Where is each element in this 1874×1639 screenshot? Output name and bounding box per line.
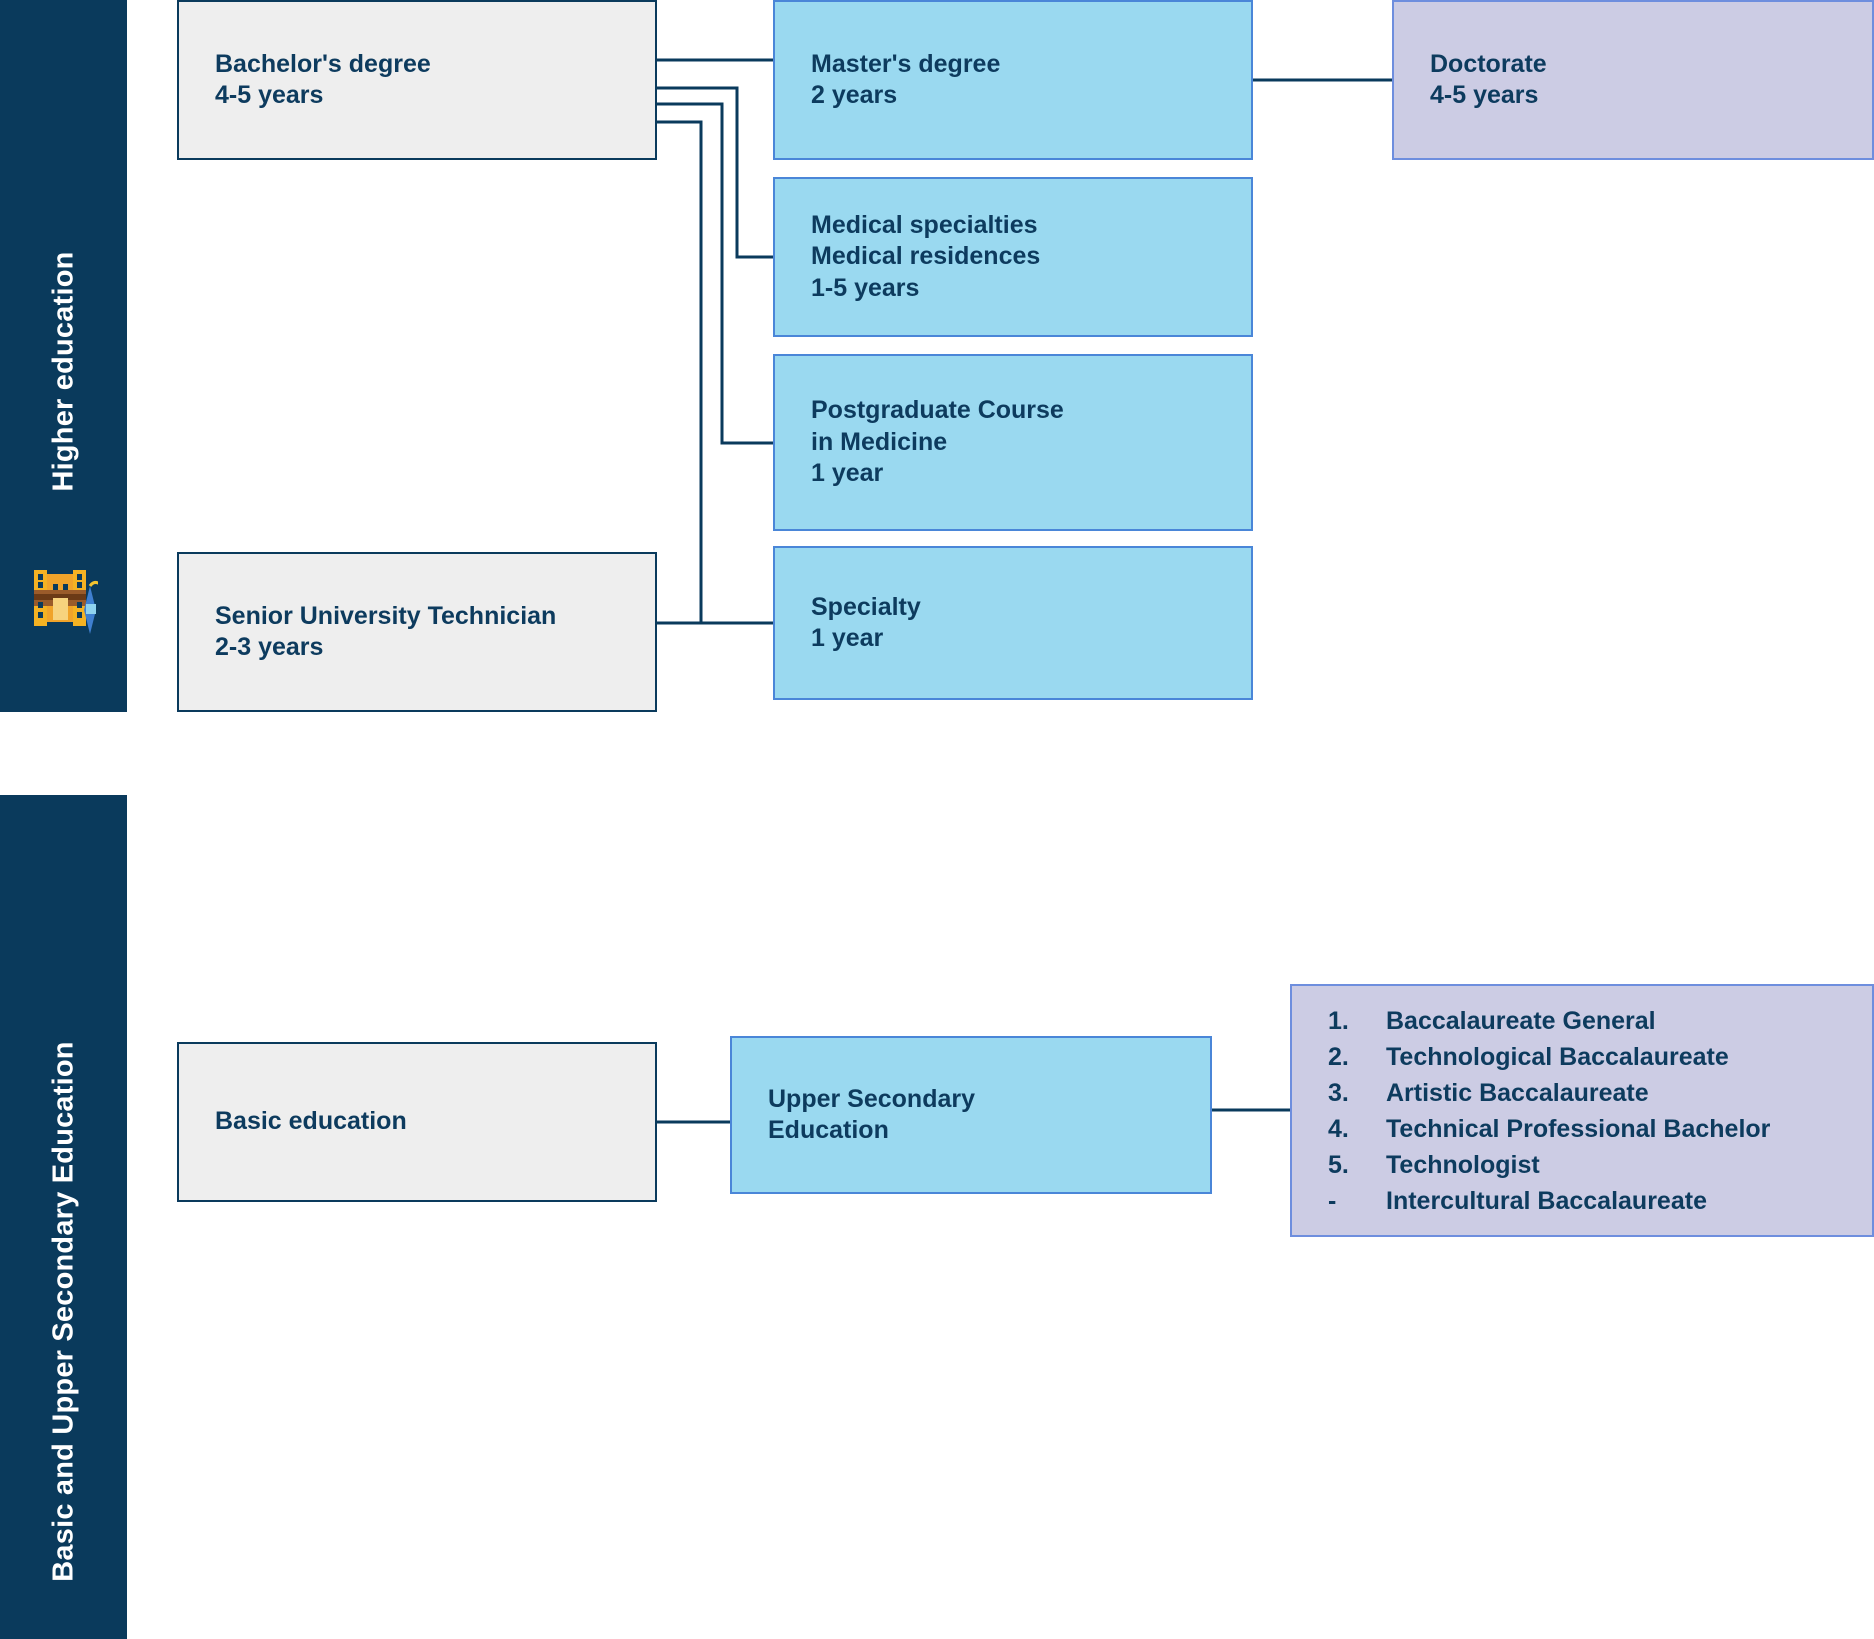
node-masters-degree-line2: 2 years (811, 81, 898, 109)
node-postgraduate-course-medicine-line1: Postgraduate Course (811, 396, 1064, 425)
node-postgraduate-course-medicine-line3: 1 year (811, 459, 884, 488)
baccalaureate-option-label: Technologist (1386, 1150, 1540, 1179)
baccalaureate-option-label: Technical Professional Bachelor (1386, 1114, 1771, 1143)
baccalaureate-option-number: - (1328, 1186, 1337, 1215)
node-masters-degree[interactable]: Master's degree 2 years (773, 0, 1253, 160)
node-doctorate[interactable]: Doctorate 4-5 years (1392, 0, 1874, 160)
band-basic-upper-secondary: Basic and Upper Secondary Education (0, 795, 127, 1639)
node-upper-secondary-education[interactable]: Upper Secondary Education (730, 1036, 1212, 1194)
node-specialty-line2: 1 year (811, 624, 884, 652)
baccalaureate-option-row: 1. Baccalaureate General (1328, 1003, 1872, 1039)
baccalaureate-option-row: 3. Artistic Baccalaureate (1328, 1075, 1872, 1111)
node-medical-specialties-line3: 1-5 years (811, 273, 920, 302)
node-medical-specialties-line1: Medical specialties (811, 210, 1038, 239)
baccalaureate-options-list: 1. Baccalaureate General 2. Technological B… (1328, 1003, 1872, 1219)
node-basic-education[interactable]: Basic education (177, 1042, 657, 1202)
baccalaureate-option-label: Artistic Baccalaureate (1386, 1078, 1649, 1107)
university-building-icon (34, 570, 98, 634)
node-basic-education-line1: Basic education (215, 1107, 407, 1136)
band-higher-education-label: Higher education (47, 251, 79, 492)
baccalaureate-option-number: 4. (1328, 1114, 1349, 1143)
node-baccalaureate-options[interactable]: 1. Baccalaureate General 2. Technological B… (1290, 984, 1874, 1237)
wire-bachelor-postgraduate (657, 102, 773, 445)
baccalaureate-option-row: 5. Technologist (1328, 1147, 1872, 1183)
node-masters-degree-line1: Master's degree (811, 49, 1001, 78)
node-medical-specialties-line2: Medical residences (811, 242, 1041, 271)
node-doctorate-line1: Doctorate (1430, 49, 1547, 78)
node-doctorate-line2: 4-5 years (1430, 81, 1539, 109)
baccalaureate-option-number: 2. (1328, 1042, 1349, 1071)
wire-bachelor-medical-specialties (657, 86, 773, 259)
band-higher-education: Higher education (0, 0, 127, 712)
baccalaureate-option-row: 4. Technical Professional Bachelor (1328, 1111, 1872, 1147)
node-bachelors-degree[interactable]: Bachelor's degree 4-5 years (177, 0, 657, 160)
node-specialty-line1: Specialty (811, 592, 921, 621)
baccalaureate-option-label: Technological Baccalaureate (1386, 1042, 1729, 1071)
node-senior-university-technician[interactable]: Senior University Technician 2-3 years (177, 552, 657, 712)
baccalaureate-option-number: 3. (1328, 1078, 1349, 1107)
node-upper-secondary-education-line1: Upper Secondary (768, 1084, 976, 1113)
node-medical-specialties[interactable]: Medical specialties Medical residences 1… (773, 177, 1253, 337)
node-postgraduate-course-medicine-line2: in Medicine (811, 427, 948, 456)
wire-bachelor-specialty (657, 120, 773, 625)
node-specialty[interactable]: Specialty 1 year (773, 546, 1253, 700)
node-bachelors-degree-line2: 4-5 years (215, 81, 324, 109)
baccalaureate-option-row: - Intercultural Baccalaureate (1328, 1183, 1872, 1219)
baccalaureate-option-number: 5. (1328, 1150, 1349, 1179)
baccalaureate-option-row: 2. Technological Baccalaureate (1328, 1039, 1872, 1075)
baccalaureate-option-number: 1. (1328, 1006, 1349, 1035)
node-postgraduate-course-medicine[interactable]: Postgraduate Course in Medicine 1 year (773, 354, 1253, 531)
band-basic-upper-secondary-label: Basic and Upper Secondary Education (47, 1041, 79, 1582)
baccalaureate-option-label: Intercultural Baccalaureate (1386, 1186, 1707, 1215)
node-upper-secondary-education-line2: Education (768, 1116, 889, 1144)
node-bachelors-degree-line1: Bachelor's degree (215, 49, 431, 78)
node-senior-university-technician-line2: 2-3 years (215, 633, 324, 661)
baccalaureate-option-label: Baccalaureate General (1386, 1006, 1656, 1035)
node-senior-university-technician-line1: Senior University Technician (215, 601, 557, 630)
